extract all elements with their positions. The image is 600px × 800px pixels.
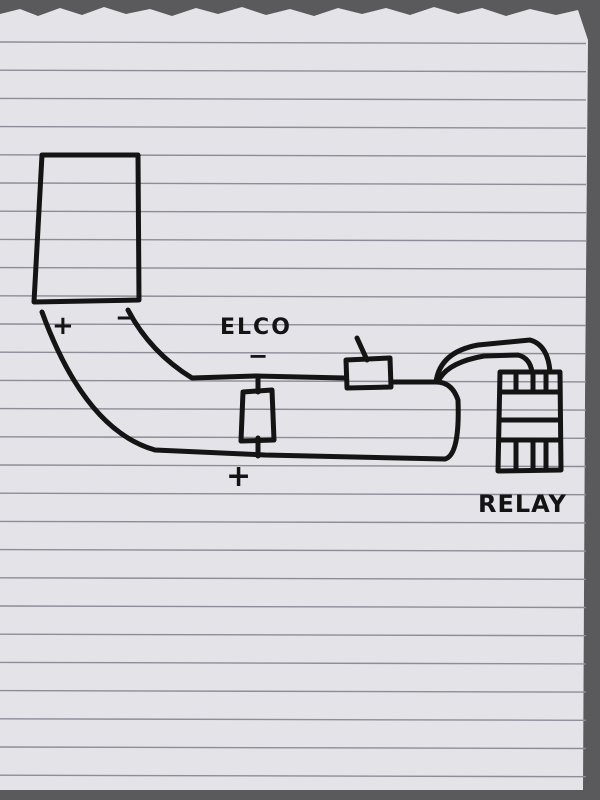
ruled-line bbox=[0, 379, 587, 383]
ruled-line bbox=[0, 520, 587, 524]
ruled-line bbox=[0, 182, 587, 186]
battery-minus-label: − bbox=[115, 303, 137, 333]
ruled-line bbox=[0, 661, 587, 665]
return-wire bbox=[433, 379, 461, 462]
capacitor-plus-label: + bbox=[226, 459, 251, 494]
switch-lever bbox=[354, 335, 370, 363]
paper-sheet bbox=[0, 7, 588, 790]
ruled-line bbox=[0, 436, 587, 439]
relay-wire-inner bbox=[437, 352, 535, 381]
relay-wire-loop bbox=[433, 337, 553, 385]
ruled-line bbox=[0, 689, 587, 693]
ruled-line bbox=[0, 718, 587, 721]
ruled-line bbox=[0, 492, 587, 496]
ruled-line bbox=[0, 210, 587, 214]
ruled-line bbox=[0, 97, 587, 101]
ruled-line bbox=[0, 577, 587, 580]
circuit-drawing bbox=[31, 152, 564, 474]
ruled-line bbox=[0, 238, 587, 242]
ruled-line bbox=[0, 295, 587, 298]
elco-label: ELCO bbox=[220, 315, 292, 340]
battery-icon bbox=[31, 152, 142, 305]
ruled-line bbox=[0, 323, 587, 327]
positive-wire bbox=[39, 309, 448, 462]
battery-plus-label: + bbox=[52, 311, 74, 341]
ruled-line bbox=[0, 774, 587, 778]
ruled-line bbox=[0, 633, 587, 637]
ruled-line bbox=[0, 605, 587, 609]
capacitor-minus-label: − bbox=[248, 342, 268, 370]
relay-label: RELAY bbox=[478, 490, 567, 518]
capacitor-icon bbox=[238, 387, 277, 444]
ruled-line bbox=[0, 464, 587, 468]
ruled-line bbox=[0, 69, 587, 73]
ruled-line bbox=[0, 548, 587, 552]
switch-icon bbox=[343, 355, 394, 391]
ruled-line bbox=[0, 125, 587, 129]
ruled-line bbox=[0, 41, 587, 45]
negative-wire bbox=[125, 307, 348, 381]
ruled-line bbox=[0, 266, 587, 270]
ruled-line bbox=[0, 746, 587, 750]
